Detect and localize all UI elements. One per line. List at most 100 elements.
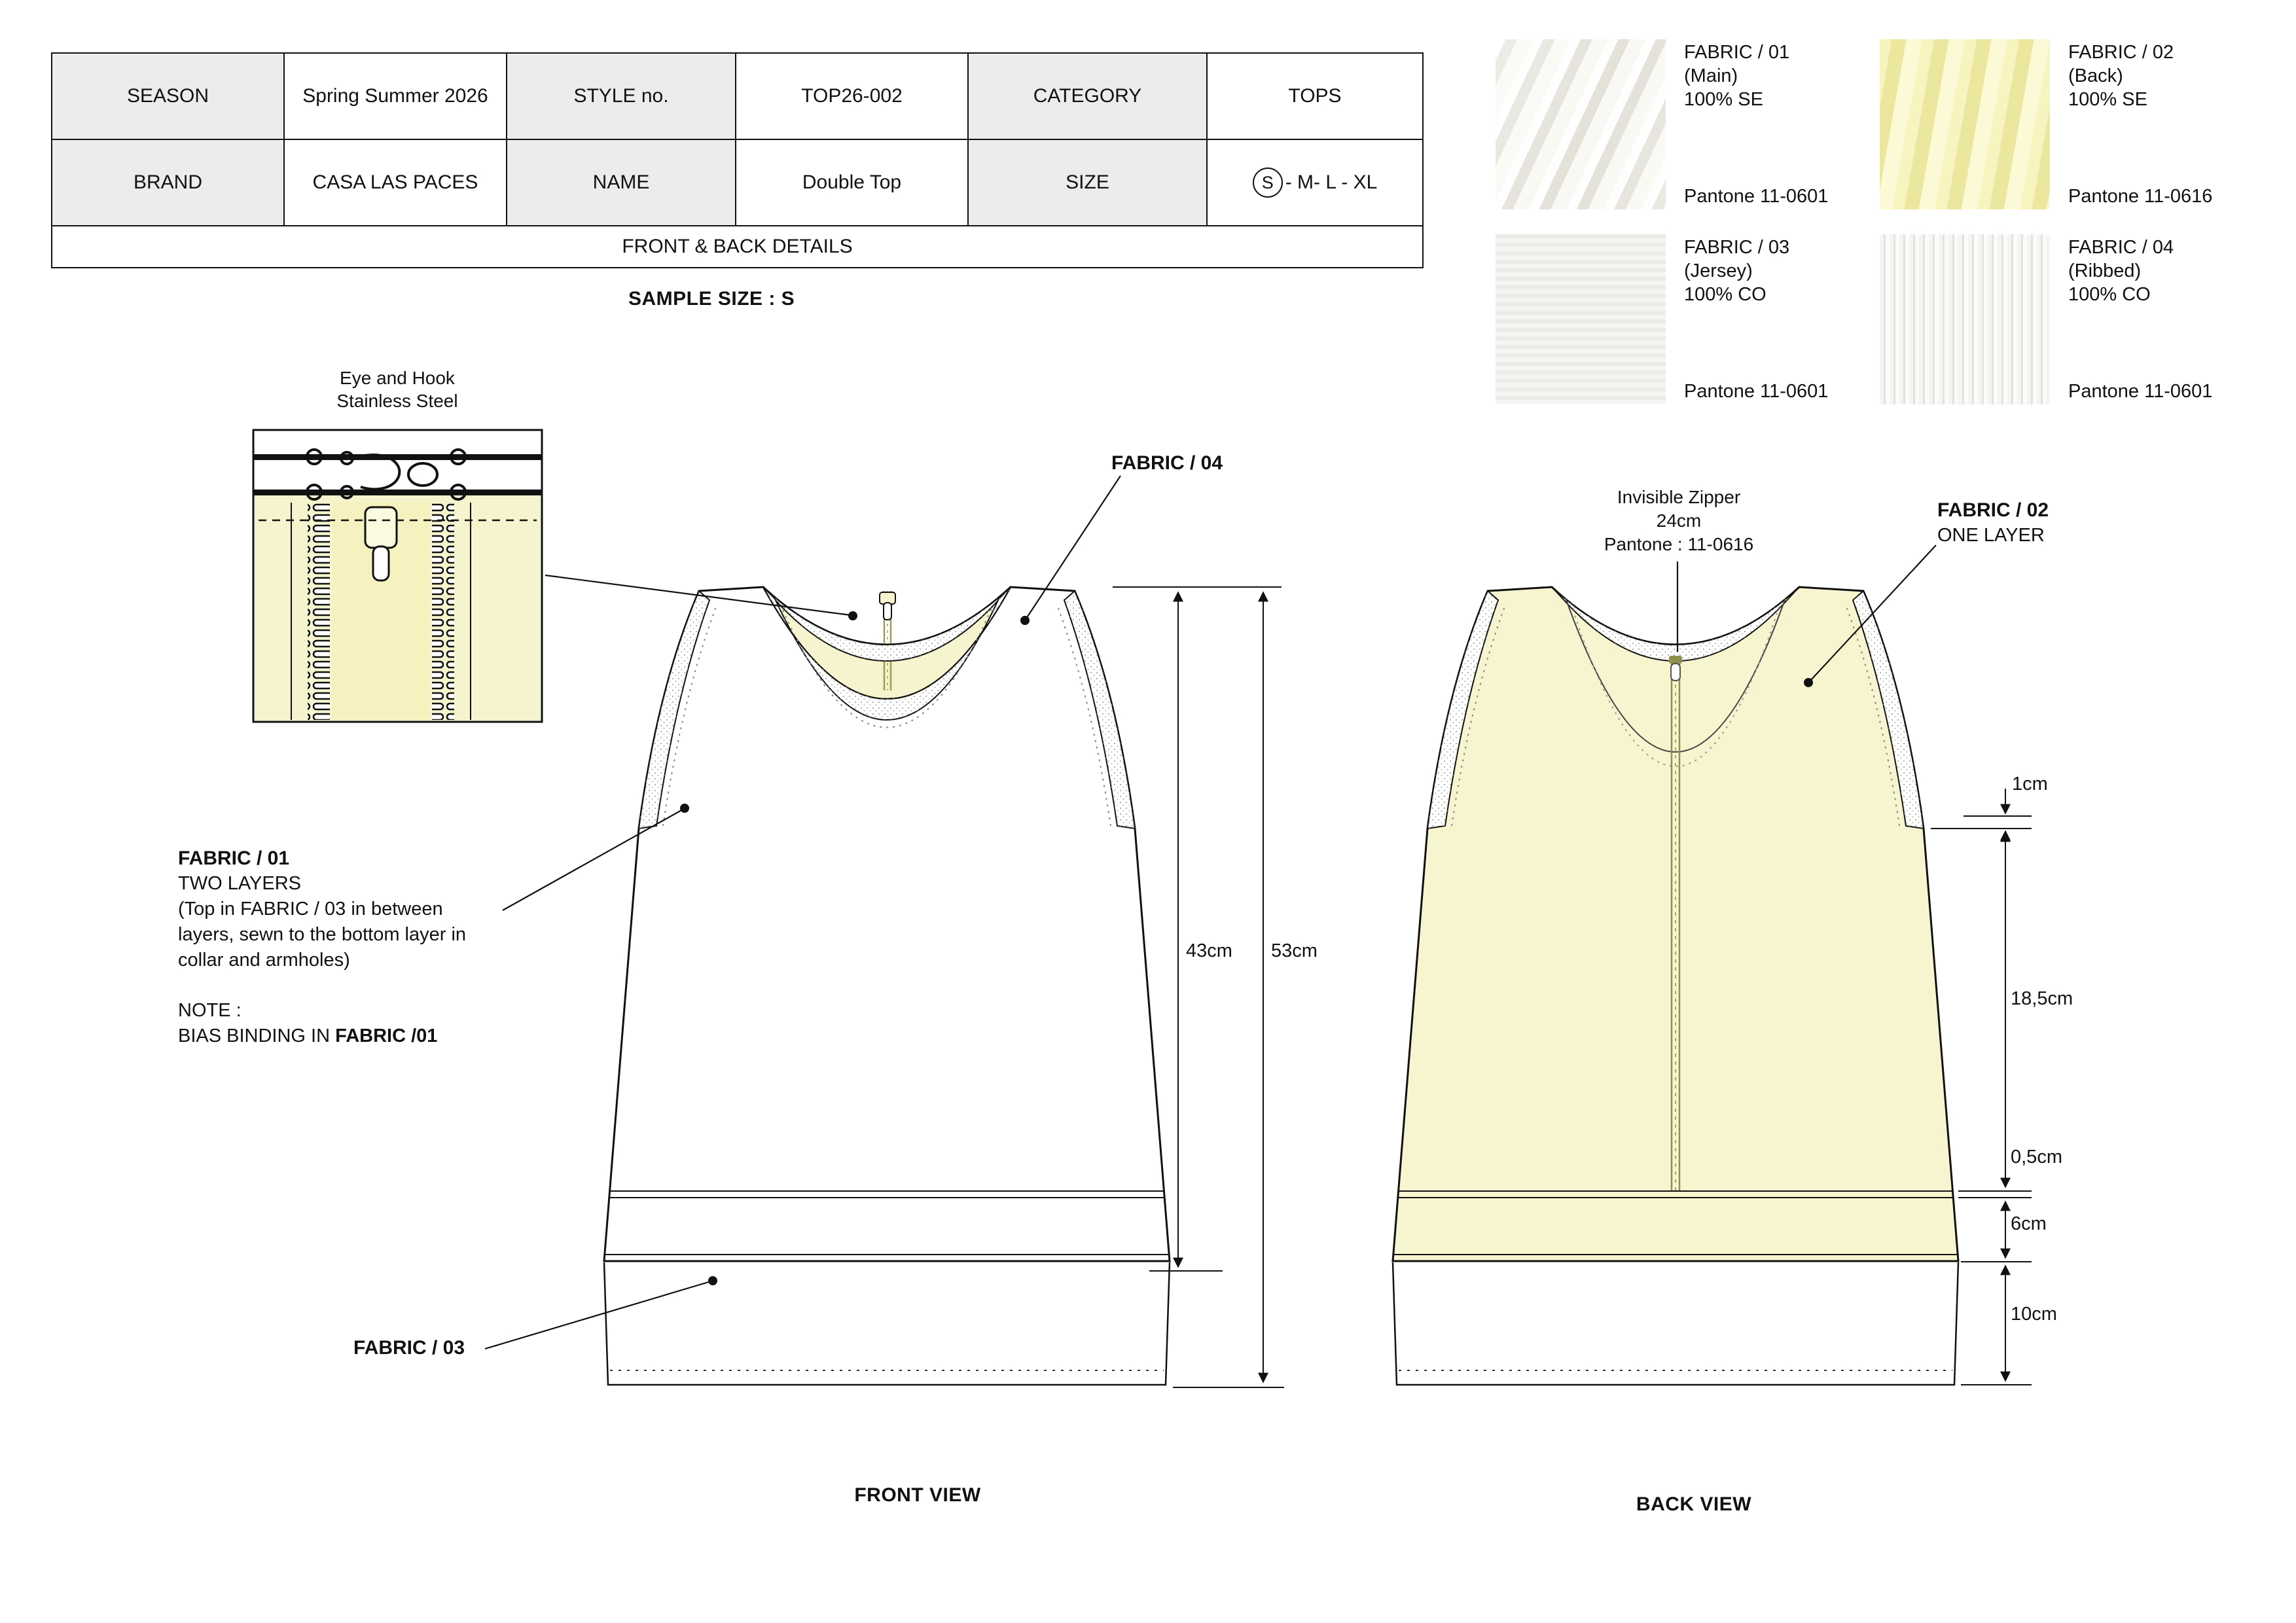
fabric01-note-line1: TWO LAYERS	[178, 873, 301, 894]
category-label: CATEGORY	[967, 52, 1208, 140]
eye-hook-title-line2: Stainless Steel	[336, 391, 458, 411]
front-dim-label-43cm: 43cm	[1186, 940, 1232, 961]
back-dim-label-1cm: 1cm	[2012, 774, 2048, 794]
note-body: BIAS BINDING IN FABRIC /01	[178, 1024, 525, 1049]
fabric-03-pantone: Pantone 11-0601	[1684, 381, 1829, 402]
sample-size-note: SAMPLE SIZE : S	[628, 288, 795, 310]
zipper-teeth-right	[432, 503, 454, 720]
eye-shape	[407, 462, 439, 487]
fabric-04-comp: 100% CO	[2068, 284, 2151, 305]
sample-size-circle: S	[1252, 168, 1283, 198]
back-dim-label-10cm: 10cm	[2011, 1304, 2057, 1325]
zipper-top-stop	[1669, 656, 1682, 664]
fabric-02-pantone: Pantone 11-0616	[2068, 186, 2213, 207]
back-silhouette	[1391, 586, 1960, 1262]
eye-hook-title: Eye and Hook Stainless Steel	[299, 366, 495, 412]
back-inner-scoop-stitch	[1570, 603, 1781, 767]
fabric03-callout-line	[484, 1280, 711, 1350]
fabric01-note-line2: (Top in FABRIC / 03 in between	[178, 899, 443, 919]
front-echo-left	[662, 606, 717, 827]
note-bold: FABRIC /01	[335, 1026, 438, 1046]
fabric-03-swatch	[1496, 234, 1666, 404]
fabric-02-swatch	[1880, 39, 2050, 209]
detail-bottom-bar	[253, 490, 542, 495]
eye-hook-callout-line	[545, 574, 852, 616]
fabric03-callout-label: FABRIC / 03	[353, 1337, 465, 1359]
season-value: Spring Summer 2026	[283, 52, 507, 140]
invisible-zipper-line2: 24cm	[1656, 510, 1702, 531]
front-view-drawing	[603, 586, 1171, 1386]
fabric-02-sub: (Back)	[2068, 65, 2123, 86]
brand-value: CASA LAS PACES	[283, 139, 507, 226]
callout-lines	[484, 475, 1937, 1350]
detail-box-border	[252, 429, 543, 723]
fabric01-callout-label: FABRIC / 01	[178, 847, 290, 869]
detail-top-bar	[253, 454, 542, 460]
fabric04-callout-line	[1026, 475, 1121, 619]
back-dim-label-6cm: 6cm	[2011, 1213, 2047, 1234]
front-armhole-binding-left-texture	[639, 591, 709, 829]
back-neck-binding-texture	[1552, 587, 1799, 661]
details-title: FRONT & BACK DETAILS	[51, 225, 1424, 268]
fabric-card-02: FABRIC / 02 (Back) 100% SE Pantone 11-06…	[1880, 39, 2278, 209]
size-value: S - M- L - XL	[1206, 139, 1424, 226]
fabric-01-swatch	[1496, 39, 1666, 209]
size-label: SIZE	[967, 139, 1208, 226]
eye-hook-detail-drawing	[252, 429, 543, 723]
style-info-table: SEASON Spring Summer 2026 STYLE no. TOP2…	[51, 52, 1424, 268]
fabric-04-pantone: Pantone 11-0601	[2068, 381, 2213, 402]
invisible-zipper-line1: Invisible Zipper	[1617, 487, 1741, 507]
size-range: - M- L - XL	[1285, 171, 1378, 193]
front-echo-neck	[780, 603, 994, 728]
front-echo-right	[1057, 606, 1111, 827]
fabric-02-comp: 100% SE	[2068, 89, 2147, 110]
fabric-01-sub: (Main)	[1684, 65, 1738, 86]
front-dim-label-53cm: 53cm	[1271, 940, 1318, 961]
fabric-card-01: FABRIC / 01 (Main) 100% SE Pantone 11-06…	[1496, 39, 1893, 209]
eye-hook-title-line1: Eye and Hook	[340, 368, 455, 388]
fabric02-callout-label: FABRIC / 02	[1937, 499, 2049, 521]
back-dim-label-185cm: 18,5cm	[2011, 988, 2073, 1009]
front-under-layer	[603, 1262, 1171, 1386]
fabric-04-swatch	[1880, 234, 2050, 404]
style-no-label: STYLE no.	[506, 52, 736, 140]
back-view-caption: BACK VIEW	[1636, 1493, 1752, 1515]
name-label: NAME	[506, 139, 736, 226]
fabric01-note-block: FABRIC / 01 TWO LAYERS (Top in FABRIC / …	[178, 846, 525, 1049]
hook-shape	[353, 454, 401, 491]
front-neck-zipper	[879, 591, 896, 690]
fabric-card-03: FABRIC / 03 (Jersey) 100% CO Pantone 11-…	[1496, 234, 1893, 404]
fabric02-callout-block: FABRIC / 02 ONE LAYER	[1937, 497, 2049, 548]
back-echo-left	[1451, 606, 1505, 827]
fabric-03-sub: (Jersey)	[1684, 260, 1753, 281]
invisible-zipper-note: Invisible Zipper 24cm Pantone : 11-0616	[1564, 486, 1793, 556]
brand-label: BRAND	[51, 139, 285, 226]
fabric04-callout-label: FABRIC / 04	[1111, 452, 1223, 474]
fabric-03-name: FABRIC / 03	[1684, 237, 1790, 258]
fabric-01-name: FABRIC / 01	[1684, 42, 1790, 63]
fabric-01-comp: 100% SE	[1684, 89, 1763, 110]
fabric-04-name: FABRIC / 04	[2068, 237, 2174, 258]
front-armhole-binding-right-texture	[1064, 591, 1135, 829]
fabric-01-pantone: Pantone 11-0601	[1684, 186, 1829, 207]
back-echo-right	[1846, 606, 1900, 827]
fabric-card-04: FABRIC / 04 (Ribbed) 100% CO Pantone 11-…	[1880, 234, 2278, 404]
fabric02-callout-sub: ONE LAYER	[1937, 525, 2045, 546]
zipper-teeth-left	[308, 503, 330, 720]
fabric01-note-line4: collar and armholes)	[178, 950, 350, 971]
name-value: Double Top	[735, 139, 969, 226]
dimension-lines	[1113, 586, 2032, 1388]
fabric02-callout-line	[1810, 544, 1937, 681]
fabric01-note-line3: layers, sewn to the bottom layer in	[178, 924, 467, 945]
hook-and-eye-hardware	[306, 448, 467, 501]
season-label: SEASON	[51, 52, 285, 140]
front-view-caption: FRONT VIEW	[854, 1484, 981, 1506]
back-under-layer	[1391, 1262, 1960, 1386]
fabric-03-comp: 100% CO	[1684, 284, 1767, 305]
back-zipper-pull	[1670, 663, 1681, 681]
back-invisible-zipper	[1669, 656, 1682, 1191]
fabric01-callout-line	[502, 809, 683, 911]
zipper-slider	[364, 506, 398, 549]
